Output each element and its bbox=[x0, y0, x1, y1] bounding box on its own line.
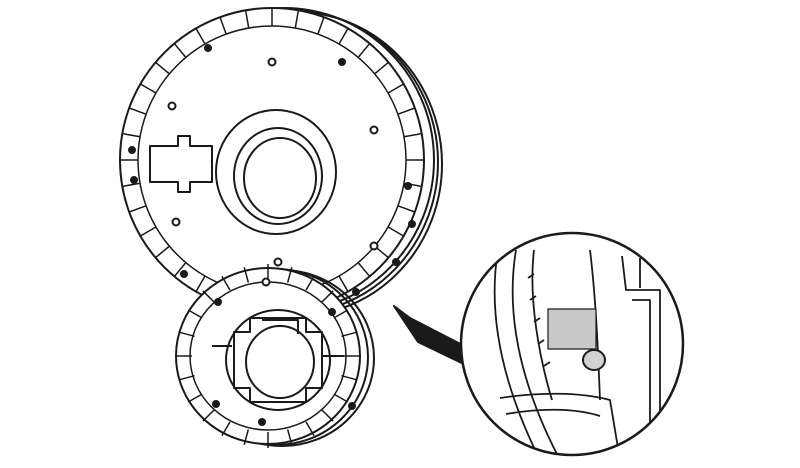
small-cover-top-hole bbox=[261, 277, 271, 287]
large-cover-rib bbox=[219, 16, 227, 35]
large-cover-rim-bolt-hole bbox=[130, 176, 138, 184]
detail-callout bbox=[459, 231, 685, 457]
small-cover-rim-bolt-hole bbox=[212, 400, 220, 408]
small-cover-rib bbox=[221, 275, 231, 291]
large-cover-rim-bolt-hole bbox=[338, 58, 346, 66]
small-cover-ribs bbox=[176, 264, 360, 448]
small-cover-rib bbox=[202, 290, 215, 303]
callout-rim-edge-2 bbox=[511, 249, 561, 454]
large-cover-rib bbox=[195, 275, 206, 293]
small-cover-rib bbox=[178, 374, 195, 381]
large-cover-bore-outer bbox=[215, 109, 337, 235]
large-cover-rib bbox=[173, 262, 187, 277]
small-gear-cover bbox=[175, 264, 375, 448]
callout-rim-edge-1 bbox=[493, 249, 541, 454]
callout-rim-edge-3 bbox=[531, 249, 553, 401]
callout-bottom-contour-2 bbox=[505, 408, 601, 417]
large-cover-rib bbox=[397, 107, 416, 115]
large-cover-rib bbox=[357, 262, 371, 277]
callout-dowel-pin bbox=[582, 349, 606, 371]
large-cover-rib bbox=[338, 275, 349, 293]
large-cover-rib bbox=[374, 61, 389, 75]
small-cover-hub-inner bbox=[245, 325, 315, 399]
large-cover-rib bbox=[195, 27, 206, 45]
large-gear-cover bbox=[119, 7, 443, 317]
small-cover-rib bbox=[305, 421, 315, 437]
large-cover-bolt-hole bbox=[273, 257, 283, 267]
small-cover-rib bbox=[305, 275, 315, 291]
large-cover-rib bbox=[128, 205, 147, 213]
small-cover-rim-bolt-hole bbox=[214, 298, 222, 306]
small-cover-rib bbox=[333, 309, 349, 319]
small-cover-rib bbox=[286, 266, 293, 283]
large-cover-rib bbox=[387, 83, 405, 94]
large-cover-rib bbox=[387, 226, 405, 237]
large-cover-rib bbox=[244, 10, 250, 29]
large-cover-rib bbox=[173, 43, 187, 58]
large-cover-rib bbox=[155, 245, 170, 259]
large-cover-rib bbox=[317, 16, 325, 35]
small-cover-rib bbox=[286, 429, 293, 446]
small-cover-rib bbox=[221, 421, 231, 437]
small-cover-rib bbox=[187, 309, 203, 319]
large-cover-bolt-hole bbox=[171, 217, 181, 227]
callout-teeth-marks bbox=[527, 273, 551, 367]
small-cover-rib bbox=[321, 409, 334, 422]
callout-right-flange-inner bbox=[632, 299, 651, 454]
callout-bottom-contour bbox=[499, 392, 621, 454]
small-cover-rib bbox=[341, 374, 358, 381]
callout-right-flange bbox=[621, 255, 661, 454]
large-cover-bolt-hole bbox=[369, 125, 379, 135]
small-cover-rim-bolt-hole bbox=[328, 308, 336, 316]
large-cover-label-pad bbox=[149, 135, 213, 193]
large-cover-rib bbox=[139, 83, 157, 94]
large-cover-rib bbox=[122, 182, 141, 188]
small-cover-hub-outer bbox=[225, 309, 331, 411]
large-cover-rib bbox=[128, 107, 147, 115]
large-cover-bolt-hole bbox=[267, 57, 277, 67]
small-cover-rim-bolt-hole bbox=[348, 402, 356, 410]
small-cover-rib bbox=[341, 331, 358, 338]
large-cover-rim-bolt-hole bbox=[392, 258, 400, 266]
large-cover-rib bbox=[338, 27, 349, 45]
small-cover-rib bbox=[202, 409, 215, 422]
large-cover-rib bbox=[397, 205, 416, 213]
small-cover-rib bbox=[243, 429, 250, 446]
small-cover-rib bbox=[333, 393, 349, 403]
small-cover-key-notch bbox=[262, 319, 299, 334]
large-cover-bolt-hole bbox=[369, 241, 379, 251]
small-cover-rim-bolt-hole bbox=[258, 418, 266, 426]
large-cover-bore-mid bbox=[233, 127, 323, 225]
large-cover-face bbox=[119, 7, 425, 313]
large-cover-rib bbox=[357, 43, 371, 58]
large-cover-rib bbox=[122, 132, 141, 138]
large-cover-rim-bolt-hole bbox=[404, 182, 412, 190]
large-cover-rim-bolt-hole bbox=[128, 146, 136, 154]
callout-label-patch bbox=[547, 308, 597, 350]
large-cover-bore-inner bbox=[243, 137, 317, 219]
large-cover-rib bbox=[403, 132, 422, 138]
small-cover-rib bbox=[187, 393, 203, 403]
large-cover-rim-bolt-hole bbox=[204, 44, 212, 52]
large-cover-rib bbox=[139, 226, 157, 237]
small-cover-rib bbox=[178, 331, 195, 338]
large-cover-rib bbox=[155, 61, 170, 75]
small-cover-key-housing bbox=[233, 317, 323, 403]
small-cover-rib bbox=[321, 290, 334, 303]
large-cover-rim-bolt-hole bbox=[180, 270, 188, 278]
large-cover-rib bbox=[294, 10, 300, 29]
small-cover-holes bbox=[212, 277, 356, 426]
large-cover-bolt-hole bbox=[167, 101, 177, 111]
large-cover-rim-bolt-hole bbox=[408, 220, 416, 228]
large-cover-holes bbox=[128, 44, 416, 296]
large-cover-rim-bolt-hole bbox=[352, 288, 360, 296]
small-cover-rib bbox=[243, 266, 250, 283]
